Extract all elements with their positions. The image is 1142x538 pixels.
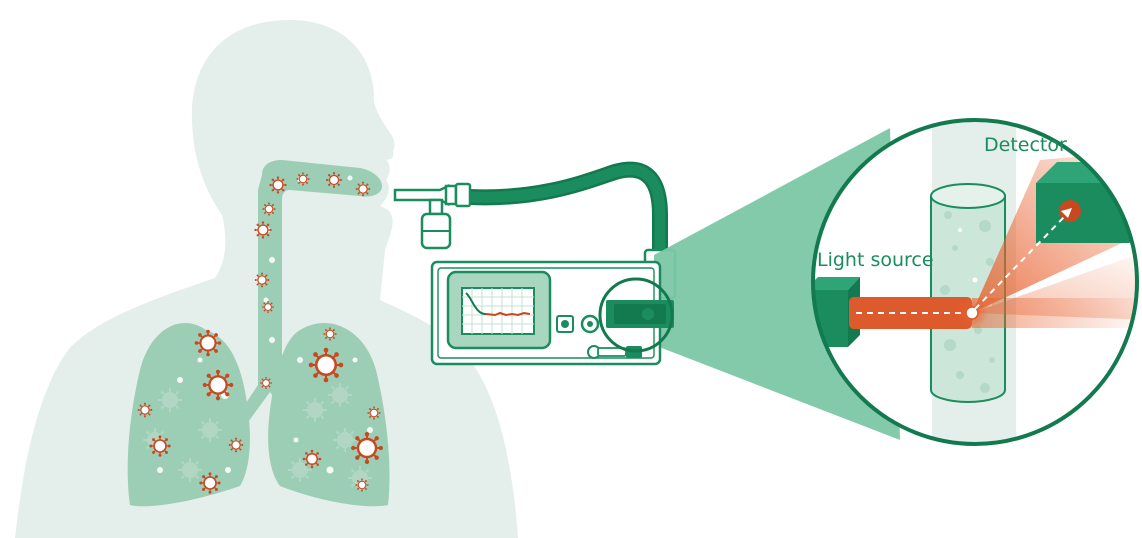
display-screen — [448, 272, 550, 348]
virus-icon — [355, 478, 368, 491]
transmitted-beam — [972, 298, 1142, 328]
virus-icon — [149, 435, 170, 456]
virus-icon — [199, 472, 220, 493]
hose — [470, 170, 660, 250]
virus-icon — [269, 176, 286, 193]
virus-icon — [255, 273, 270, 288]
virus-icon — [262, 301, 274, 313]
virus-icon — [309, 348, 344, 383]
virus-icon — [323, 327, 336, 340]
virus-icon — [303, 450, 322, 469]
virus-icon — [356, 182, 371, 197]
detector-label: Detector — [984, 136, 1067, 155]
dial-icon — [582, 316, 598, 332]
sensor-module — [606, 300, 674, 328]
virus-icon — [367, 406, 380, 419]
virus-icon — [254, 221, 271, 238]
virus-icon — [260, 377, 272, 389]
virus-icon — [138, 403, 153, 418]
ventilator — [432, 262, 674, 364]
virus-icon — [262, 202, 275, 215]
virus-icon — [326, 172, 342, 188]
virus-icon — [229, 438, 244, 453]
control-knob — [557, 316, 573, 332]
light-source-label: Light source — [817, 251, 934, 270]
virus-icon — [296, 172, 309, 185]
detector-block — [1036, 162, 1142, 243]
virus-icon — [203, 370, 234, 401]
virus-icon — [351, 432, 383, 464]
virus-icon — [195, 330, 222, 357]
